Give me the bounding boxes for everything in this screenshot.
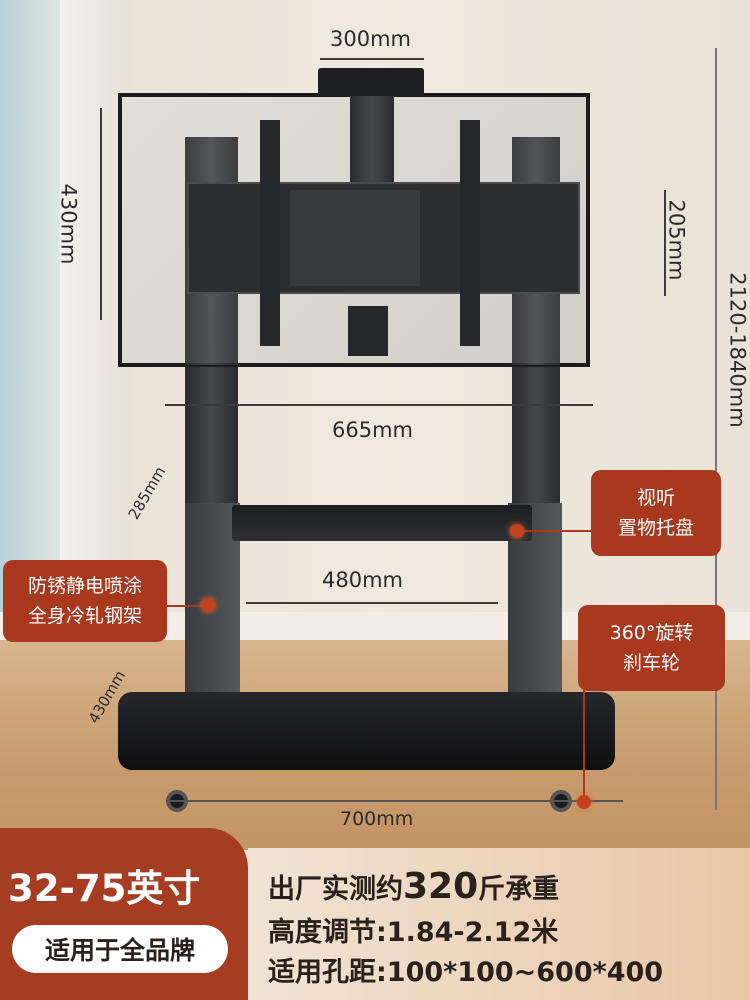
callout-tray: 视听 置物托盘 <box>591 470 721 556</box>
av-tray <box>232 505 532 541</box>
spec-panel <box>248 848 750 1000</box>
plate-center <box>290 190 420 286</box>
wheel-pin <box>577 795 591 809</box>
dimension-480: 480mm <box>322 568 403 592</box>
right-vesa-arm <box>460 120 480 346</box>
frame-leader <box>165 605 207 607</box>
spec-load-value: 320 <box>403 866 479 907</box>
callout-wheels-line1: 360°旋转 <box>609 622 694 644</box>
callout-tray-line1: 视听 <box>636 487 675 509</box>
dimension-700: 700mm <box>340 808 414 830</box>
dimension-line-665 <box>165 404 593 406</box>
base <box>118 692 615 770</box>
dimension-line-300 <box>320 58 424 60</box>
callout-wheels: 360°旋转 刹车轮 <box>578 605 725 691</box>
center-column <box>350 96 394 191</box>
dimension-205: 205mm <box>664 199 689 281</box>
tray-leader <box>515 530 592 532</box>
dimension-665: 665mm <box>332 418 413 442</box>
frame-pin <box>201 598 215 612</box>
size-badge-panel <box>0 828 248 1000</box>
callout-frame: 防锈静电喷涂 全身冷轧钢架 <box>3 560 167 642</box>
lower-bracket <box>348 306 388 356</box>
dimension-430: 430mm <box>56 183 81 265</box>
wheel-leader <box>583 690 585 800</box>
left-vesa-arm <box>260 120 280 346</box>
callout-tray-line2: 置物托盘 <box>617 517 694 539</box>
spec-height: 高度调节:1.84-2.12米 <box>268 917 559 948</box>
dimension-line-700 <box>168 800 623 802</box>
spec-load: 出厂实测约320斤承重 <box>268 866 559 907</box>
dimension-line-480 <box>246 602 498 604</box>
callout-frame-line2: 全身冷轧钢架 <box>27 605 142 627</box>
spec-vesa: 适用孔距:100*100~600*400 <box>268 957 664 988</box>
callout-wheels-line2: 刹车轮 <box>622 652 680 674</box>
dimension-line-205 <box>664 190 666 296</box>
dimension-line-430 <box>100 108 102 320</box>
dimension-line-total <box>715 48 717 810</box>
screen-size: 32-75英寸 <box>8 867 201 910</box>
callout-frame-line1: 防锈静电喷涂 <box>27 575 142 597</box>
dimension-total-height: 2120-1840mm <box>725 272 750 428</box>
spec-load-suffix: 斤承重 <box>478 874 560 905</box>
tray-pin <box>510 524 524 538</box>
dimension-300: 300mm <box>330 27 411 51</box>
camera-shelf <box>318 68 424 96</box>
brands-pill: 适用于全品牌 <box>12 925 228 973</box>
spec-load-prefix: 出厂实测约 <box>268 874 403 905</box>
